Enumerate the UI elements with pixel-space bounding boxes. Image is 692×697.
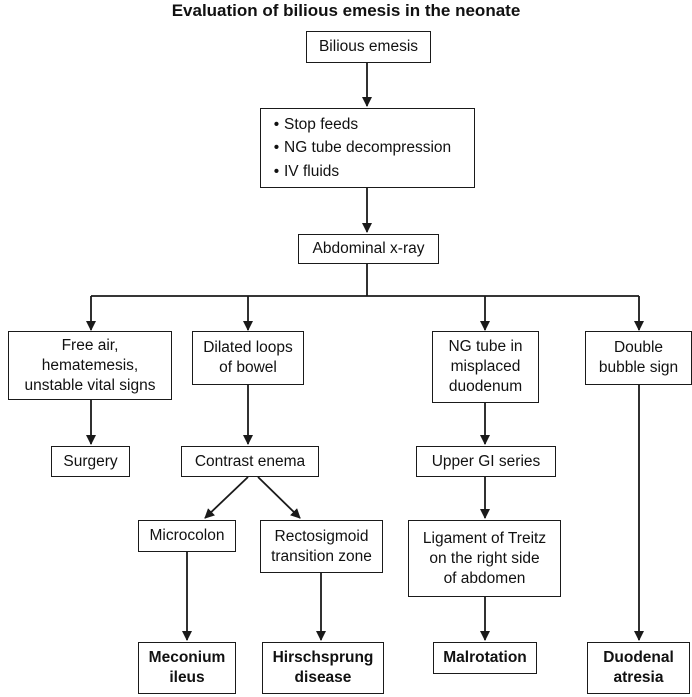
node-duodenal-atresia: Duodenal atresia	[587, 642, 690, 694]
step-item: •IV fluids	[273, 162, 340, 180]
step-item: •NG tube decompression	[273, 139, 452, 157]
node-bilious-emesis-label: Bilious emesis	[318, 38, 419, 55]
arrow-enema-to-microcolon	[204, 476, 249, 519]
step-item: •Stop feeds	[273, 115, 359, 133]
node-malrotation: Malrotation	[433, 642, 537, 674]
arrow-enema-to-rectosigmoid	[257, 476, 301, 519]
diagram-title: Evaluation of bilious emesis in the neon…	[171, 1, 521, 20]
node-contrast-enema: Contrast enema	[181, 446, 319, 477]
node-meconium-ileus: Meconium ileus	[138, 642, 236, 694]
node-microcolon: Microcolon	[138, 520, 236, 552]
node-ligament-treitz: Ligament of Treitz on the right side of …	[408, 520, 561, 597]
node-abdominal-xray: Abdominal x-ray	[298, 234, 439, 264]
node-double-bubble: Double bubble sign	[585, 331, 692, 385]
node-upper-gi: Upper GI series	[416, 446, 556, 477]
node-bilious-emesis: Bilious emesis	[306, 31, 431, 63]
node-rectosigmoid: Rectosigmoid transition zone	[260, 520, 383, 573]
node-hirschsprung: Hirschsprung disease	[262, 642, 384, 694]
node-initial-steps: •Stop feeds •NG tube decompression •IV f…	[260, 108, 475, 188]
node-free-air: Free air, hematemesis, unstable vital si…	[8, 331, 172, 400]
node-ng-tube-misplaced: NG tube in misplaced duodenum	[432, 331, 539, 403]
node-dilated-loops: Dilated loops of bowel	[192, 331, 304, 385]
node-surgery: Surgery	[51, 446, 130, 477]
